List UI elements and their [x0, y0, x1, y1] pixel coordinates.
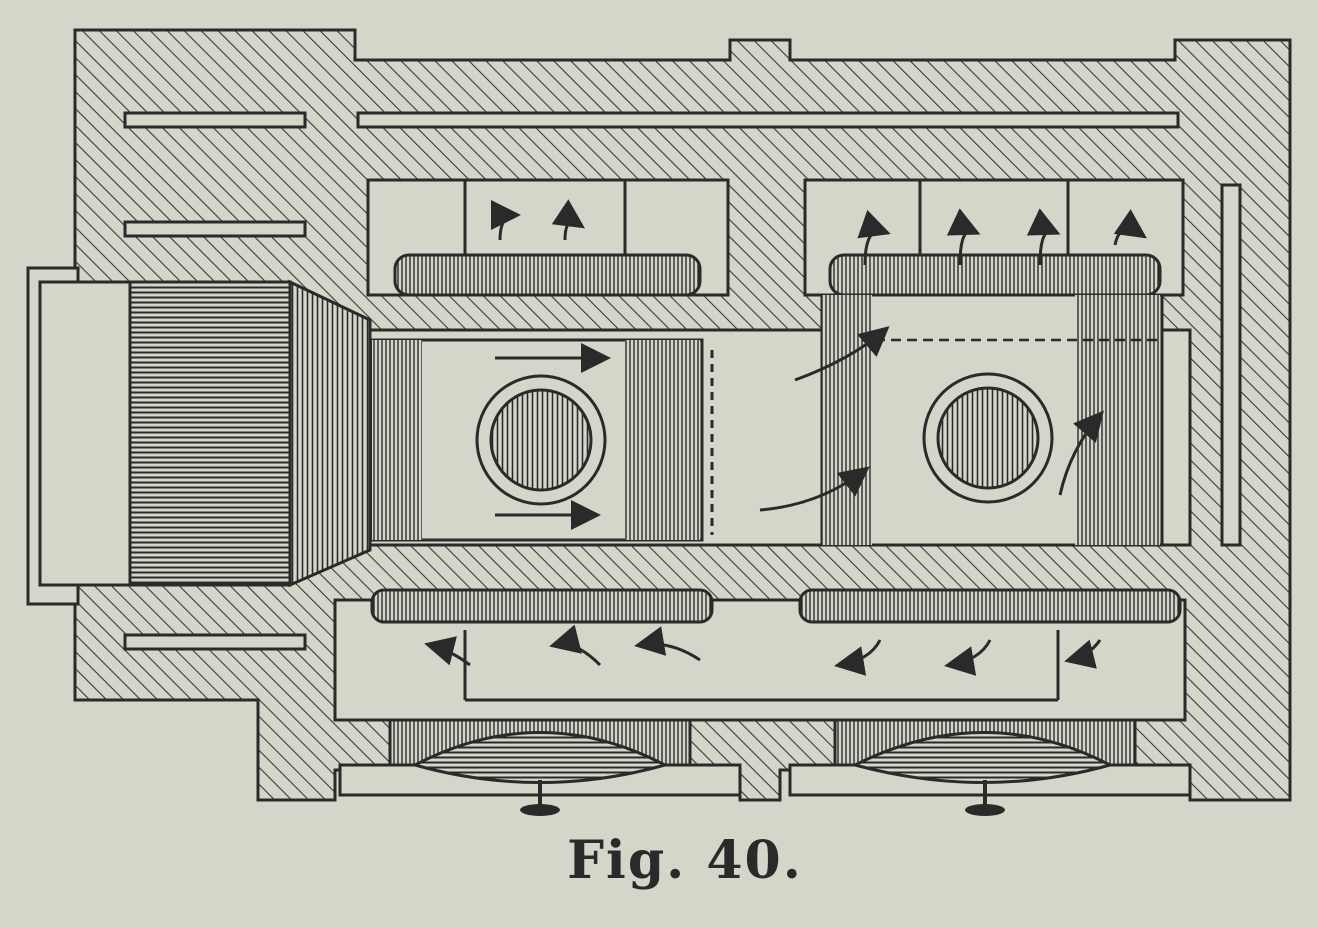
figure-caption: Fig. 40. [567, 830, 803, 891]
flow-arrows [424, 199, 1147, 676]
compartment-dividers [463, 180, 1070, 702]
left-cylinder [370, 253, 714, 624]
left-lamp-housing [26, 266, 372, 606]
lower-lenses [388, 718, 1137, 816]
